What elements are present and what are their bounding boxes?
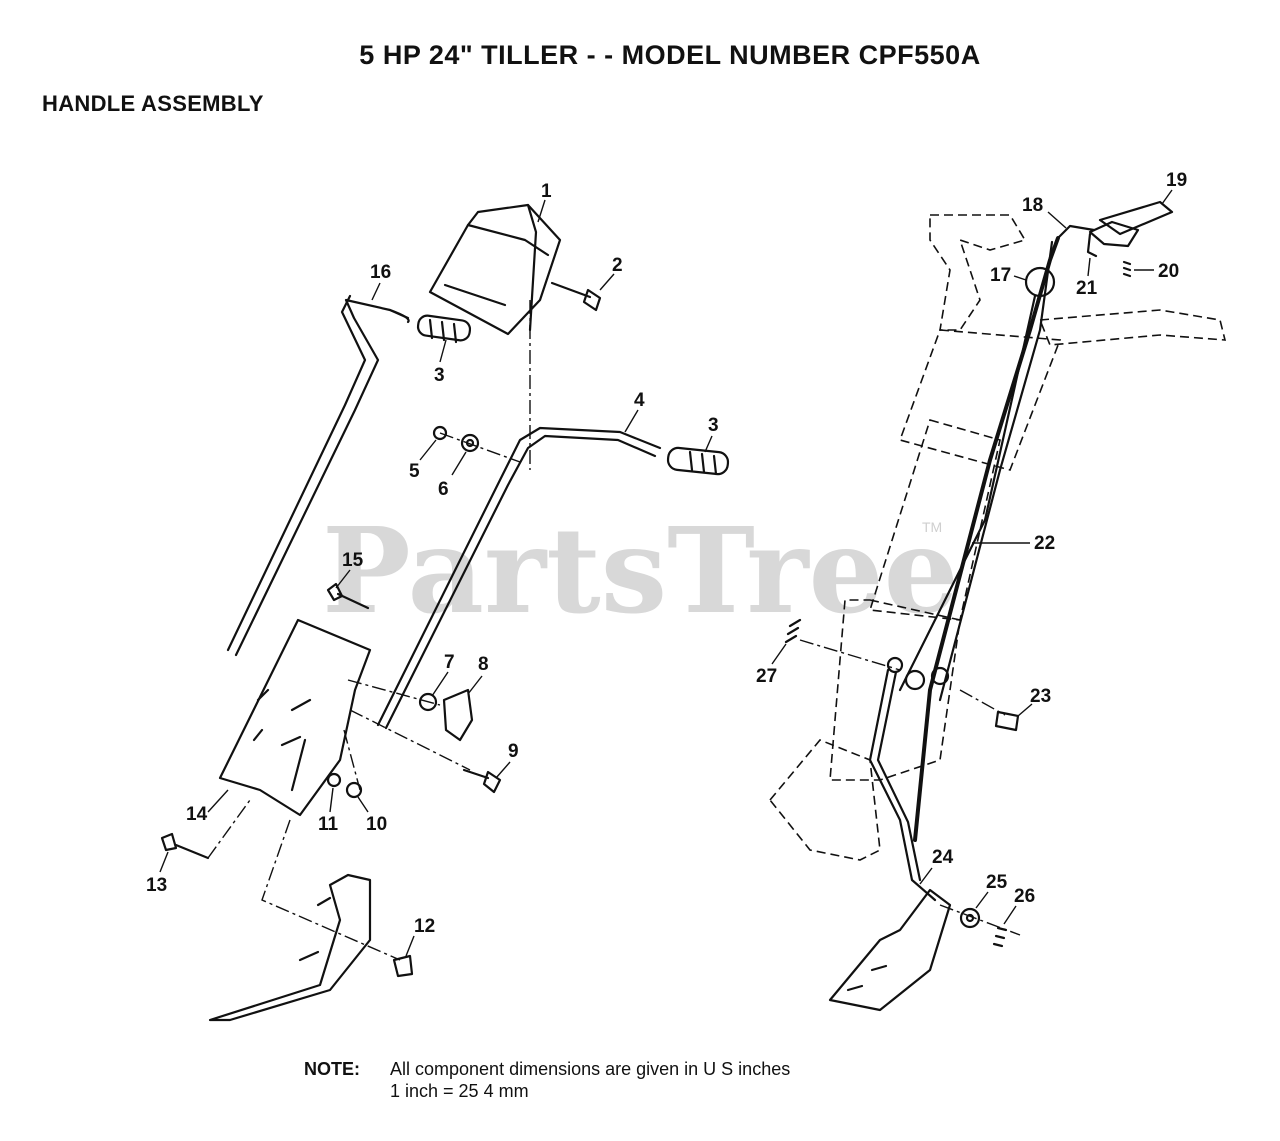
diagram-title: 5 HP 24" TILLER - - MODEL NUMBER CPF550A (359, 40, 981, 70)
callout-15: 15 (342, 550, 364, 571)
part-14-mounting-plate (218, 618, 372, 817)
callout-9: 9 (508, 741, 519, 762)
callout-24: 24 (932, 847, 954, 868)
callout-11: 11 (318, 814, 339, 835)
part-3-grip-upper (416, 314, 472, 344)
part-7-washer (418, 692, 438, 712)
part-2-bolt (550, 281, 602, 312)
part-6-washer (460, 433, 480, 453)
callout-26: 26 (1014, 886, 1035, 907)
part-17-knob (898, 266, 1056, 692)
part-16-left-handle (226, 294, 410, 657)
note-label: NOTE: (304, 1059, 360, 1079)
callout-23: 23 (1030, 686, 1051, 707)
part-15-bolt (326, 582, 370, 610)
part-12-nut (392, 954, 414, 978)
callout-16: 16 (370, 262, 391, 283)
callout-13: 13 (146, 875, 167, 896)
callout-6: 6 (438, 479, 449, 500)
callout-4: 4 (634, 390, 645, 411)
part-20-spring (1122, 260, 1132, 278)
callout-17: 17 (990, 265, 1011, 286)
note-line-2: 1 inch = 25 4 mm (390, 1081, 529, 1101)
part-1-panel (428, 203, 562, 336)
callout-27: 27 (756, 666, 777, 687)
part-27-pin (784, 618, 802, 644)
callout-21: 21 (1076, 278, 1098, 299)
callout-18: 18 (1022, 195, 1043, 216)
callout-2: 2 (612, 255, 623, 276)
part-9-bolt (462, 768, 502, 794)
part-18-cable-end (1056, 224, 1096, 240)
part-21-clip (1086, 232, 1098, 258)
callout-25: 25 (986, 872, 1008, 893)
callouts: 1 2 3 16 4 3 5 6 15 7 8 9 11 10 14 13 12… (146, 170, 1187, 957)
part-22-cable (913, 236, 1060, 842)
watermark: PartsTree (322, 501, 959, 640)
callout-1: 1 (541, 181, 552, 202)
part-13-bolt (160, 832, 210, 860)
lower-bracket (208, 873, 372, 1022)
callout-3b: 3 (708, 415, 719, 436)
right-assembled-view (768, 200, 1227, 1012)
callout-14: 14 (186, 804, 208, 825)
callout-10: 10 (366, 814, 387, 835)
callout-20: 20 (1158, 261, 1179, 282)
note-line-1: All component dimensions are given in U … (390, 1059, 791, 1079)
part-3-grip-lower (666, 446, 730, 476)
dimensions-note: NOTE: All component dimensions are given … (304, 1058, 790, 1102)
part-10-washer (345, 781, 363, 799)
callout-12: 12 (414, 916, 435, 937)
callout-8: 8 (478, 654, 489, 675)
part-11-nut (326, 772, 342, 788)
callout-22: 22 (1034, 533, 1055, 554)
part-8-knob (442, 688, 474, 742)
left-exploded-view (160, 203, 730, 1022)
callout-19: 19 (1166, 170, 1187, 191)
assembly-subtitle: HANDLE ASSEMBLY (42, 91, 264, 116)
lower-right-bracket (828, 888, 952, 1012)
part-26-pin (992, 926, 1008, 948)
part-19-lever (1088, 200, 1174, 248)
part-5-nut (432, 425, 448, 441)
callout-3a: 3 (434, 365, 445, 386)
callout-7: 7 (444, 652, 455, 673)
callout-5: 5 (409, 461, 420, 482)
part-24-rod (868, 668, 937, 902)
watermark-tm: TM (922, 519, 942, 535)
part-23-bolt (994, 710, 1020, 732)
